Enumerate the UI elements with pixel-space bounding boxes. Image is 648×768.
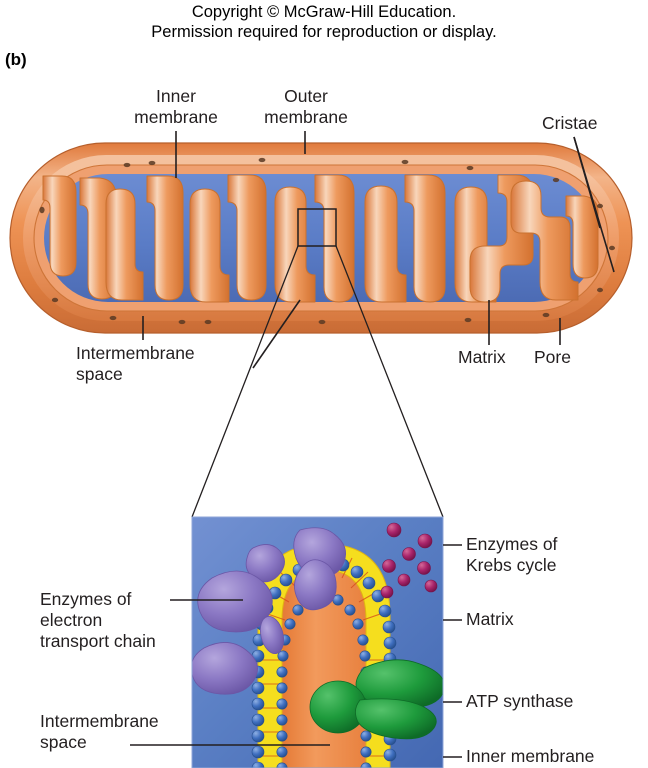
label-inner-membrane: Inner membrane xyxy=(134,86,218,127)
krebs-cycle-enzymes xyxy=(380,522,438,599)
label-inset-intermembrane-space: Intermembrane space xyxy=(40,711,159,752)
label-enzymes-electron-transport-chain: Enzymes of electron transport chain xyxy=(40,589,156,651)
label-inset-inner-membrane: Inner membrane xyxy=(466,746,595,766)
label-inset-matrix: Matrix xyxy=(466,609,514,629)
copyright-notice: Copyright © McGraw-Hill Education. Permi… xyxy=(151,3,497,41)
inset-border xyxy=(191,516,444,768)
zoom-selection-box xyxy=(297,208,337,247)
label-outer-membrane: Outer membrane xyxy=(264,86,348,127)
atp-synthase-lollipop xyxy=(309,680,437,740)
membrane-pores xyxy=(39,157,615,325)
panel-letter: (b) xyxy=(5,50,27,69)
label-cristae: Cristae xyxy=(542,113,598,133)
leader-cristae-b xyxy=(573,136,615,273)
atp-synthase-complexes xyxy=(309,659,443,740)
overview-leader-lines xyxy=(142,131,615,369)
etc-enzyme-complexes xyxy=(192,527,347,695)
cristae-group xyxy=(42,174,599,303)
zoom-projection-line-left xyxy=(191,245,299,518)
mitochondrion-overview xyxy=(9,142,633,518)
label-pore: Pore xyxy=(534,347,571,367)
inset-panel xyxy=(191,516,444,768)
label-intermembrane-space: Intermembrane space xyxy=(76,343,195,384)
zoom-projection-line-right xyxy=(335,245,444,518)
inset-leader-lines xyxy=(130,544,462,758)
leader-intermembrane-space-2 xyxy=(252,299,301,369)
label-enzymes-krebs-cycle: Enzymes of Krebs cycle xyxy=(466,534,558,575)
label-matrix: Matrix xyxy=(458,347,506,367)
label-atp-synthase: ATP synthase xyxy=(466,691,574,711)
